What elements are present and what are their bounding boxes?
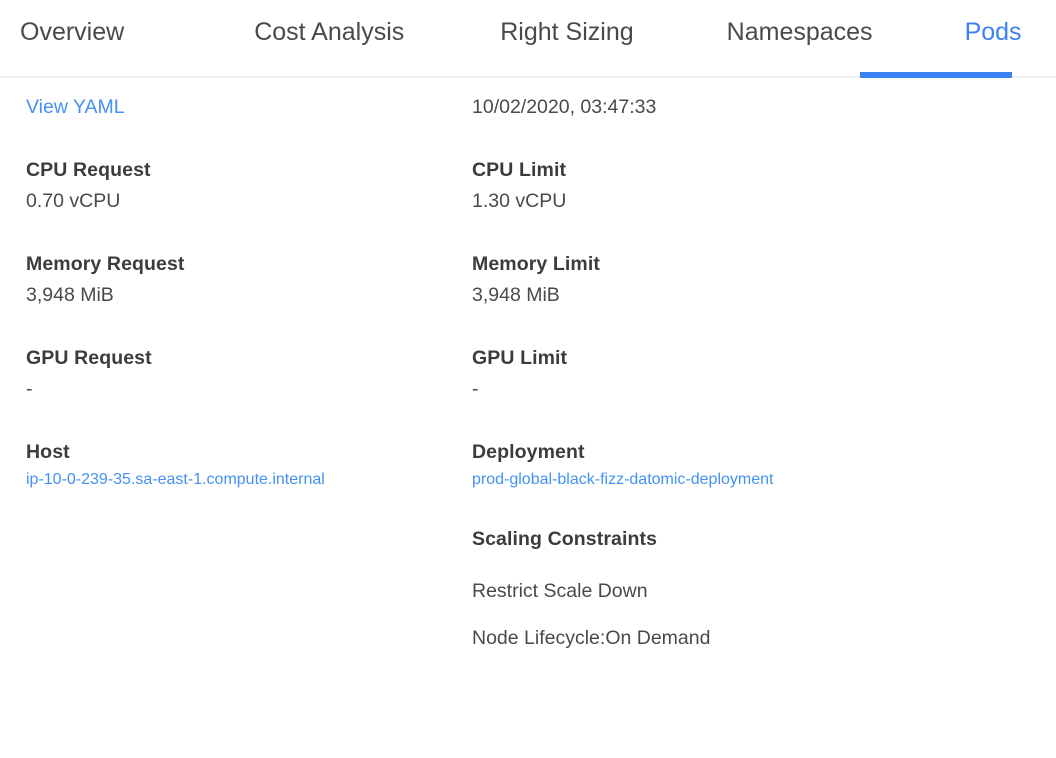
field-memory-request: Memory Request 3,948 MiB bbox=[26, 252, 464, 308]
field-timestamp: 10/02/2020, 03:47:33 bbox=[472, 95, 1056, 120]
field-host: Host ip-10-0-239-35.sa-east-1.compute.in… bbox=[26, 440, 464, 489]
scaling-constraint-item: Node Lifecycle:On Demand bbox=[472, 627, 711, 649]
tab-overview-label: Overview bbox=[20, 18, 125, 46]
gpu-request-value: - bbox=[26, 378, 33, 400]
host-label: Host bbox=[26, 441, 70, 463]
tab-namespaces-label: Namespaces bbox=[726, 18, 873, 46]
scaling-constraints-label: Scaling Constraints bbox=[472, 528, 658, 550]
memory-limit-label: Memory Limit bbox=[472, 253, 600, 275]
tab-pods[interactable]: Pods bbox=[859, 0, 1022, 78]
field-cpu-request: CPU Request 0.70 vCPU bbox=[26, 158, 464, 214]
gpu-request-label: GPU Request bbox=[26, 347, 152, 369]
tab-right-sizing[interactable]: Right Sizing bbox=[404, 0, 633, 76]
tab-right-sizing-label: Right Sizing bbox=[500, 18, 634, 46]
host-link[interactable]: ip-10-0-239-35.sa-east-1.compute.interna… bbox=[26, 471, 325, 488]
cpu-limit-label: CPU Limit bbox=[472, 159, 567, 181]
field-memory-limit: Memory Limit 3,948 MiB bbox=[472, 252, 1056, 308]
pod-details-panel: View YAML CPU Request 0.70 vCPU Memory R… bbox=[0, 78, 1056, 651]
field-gpu-limit: GPU Limit - bbox=[472, 346, 1056, 402]
timestamp-value: 10/02/2020, 03:47:33 bbox=[472, 96, 657, 118]
field-deployment: Deployment prod-global-black-fizz-datomi… bbox=[472, 440, 1056, 489]
tab-namespaces[interactable]: Namespaces bbox=[634, 0, 873, 76]
field-scaling-constraints: Scaling Constraints Restrict Scale Down … bbox=[472, 527, 1056, 651]
memory-limit-value: 3,948 MiB bbox=[472, 284, 560, 306]
gpu-limit-value: - bbox=[472, 378, 479, 400]
scaling-constraint-item: Restrict Scale Down bbox=[472, 580, 648, 602]
tab-active-indicator bbox=[859, 72, 1012, 78]
field-cpu-limit: CPU Limit 1.30 vCPU bbox=[472, 158, 1056, 214]
deployment-label: Deployment bbox=[472, 441, 585, 463]
deployment-link[interactable]: prod-global-black-fizz-datomic-deploymen… bbox=[472, 471, 774, 488]
tab-cost-analysis[interactable]: Cost Analysis bbox=[124, 0, 404, 76]
cpu-request-value: 0.70 vCPU bbox=[26, 190, 121, 212]
cpu-limit-value: 1.30 vCPU bbox=[472, 190, 567, 212]
tab-cost-analysis-label: Cost Analysis bbox=[254, 18, 405, 46]
tab-pods-label: Pods bbox=[964, 18, 1022, 46]
gpu-limit-label: GPU Limit bbox=[472, 347, 568, 369]
field-view-yaml: View YAML bbox=[26, 95, 464, 120]
field-gpu-request: GPU Request - bbox=[26, 346, 464, 402]
pod-details-right-column: 10/02/2020, 03:47:33 CPU Limit 1.30 vCPU… bbox=[464, 78, 1056, 651]
tab-bar: Overview Cost Analysis Right Sizing Name… bbox=[0, 0, 1056, 78]
memory-request-value: 3,948 MiB bbox=[26, 284, 114, 306]
memory-request-label: Memory Request bbox=[26, 253, 185, 275]
pod-details-left-column: View YAML CPU Request 0.70 vCPU Memory R… bbox=[0, 78, 464, 489]
view-yaml-link[interactable]: View YAML bbox=[26, 96, 125, 118]
cpu-request-label: CPU Request bbox=[26, 159, 151, 181]
tab-overview[interactable]: Overview bbox=[0, 0, 124, 76]
